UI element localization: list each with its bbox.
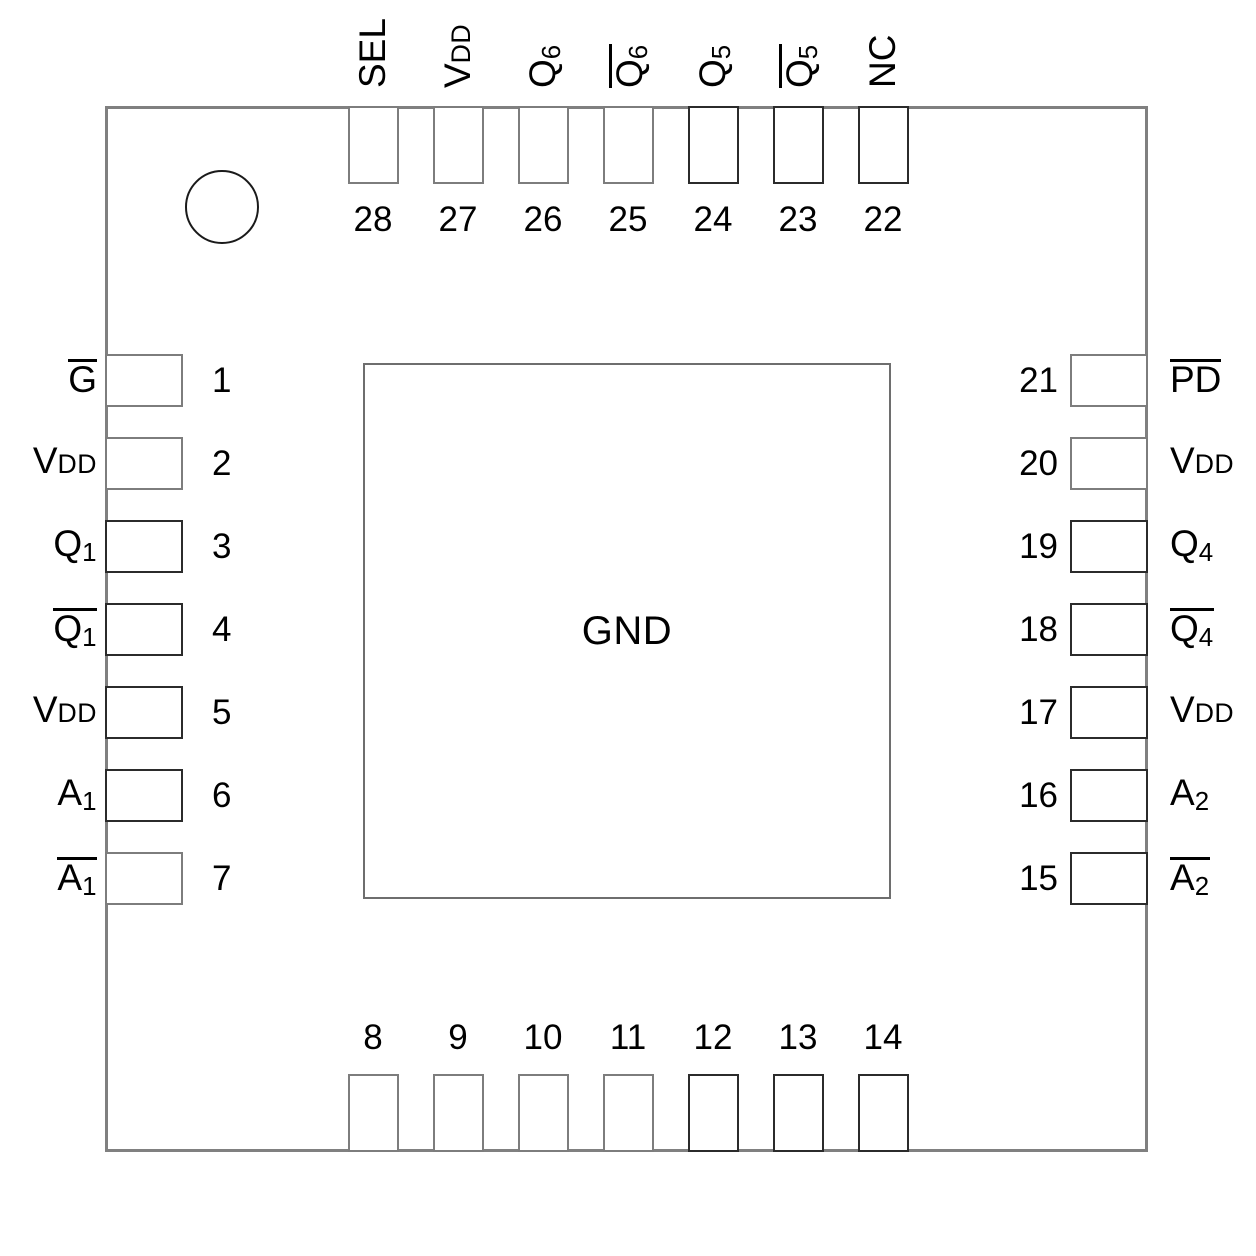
pin-number-17: 17 <box>1019 693 1058 732</box>
exposed-gnd-pad: GND <box>363 363 891 899</box>
pin-label-14: VDD <box>864 1174 901 1256</box>
pin-label-3: Q1 <box>53 523 97 567</box>
pin-number-23: 23 <box>778 200 818 239</box>
pad-pin-8 <box>347 1074 399 1152</box>
pin-label-20: VDD <box>1170 440 1235 481</box>
pin-number-19: 19 <box>1019 527 1058 566</box>
pin-number-21: 21 <box>1019 361 1058 400</box>
pin-number-10: 10 <box>523 1018 563 1057</box>
pin-number-18: 18 <box>1019 610 1058 649</box>
pad-pin-19 <box>1070 519 1148 573</box>
pad-pin-23 <box>772 106 824 184</box>
pin-number-12: 12 <box>693 1018 733 1057</box>
pad-pin-5 <box>105 685 183 739</box>
pad-pin-15 <box>1070 851 1148 905</box>
pin-label-9: VDD <box>439 1174 476 1256</box>
pin-number-7: 7 <box>212 859 232 898</box>
pin-label-23: Q5 <box>779 44 823 88</box>
pin-label-25: Q6 <box>609 44 653 88</box>
pin-number-13: 13 <box>778 1018 818 1057</box>
pad-pin-11 <box>602 1074 654 1152</box>
pad-pin-6 <box>105 768 183 822</box>
pad-pin-13 <box>772 1074 824 1152</box>
pad-pin-21 <box>1070 353 1148 407</box>
pin-number-2: 2 <box>212 444 232 483</box>
pin-number-24: 24 <box>693 200 733 239</box>
pin-label-6: A1 <box>57 772 97 816</box>
pin-label-24: Q5 <box>692 44 736 88</box>
pin-label-7: A1 <box>57 857 97 901</box>
pad-pin-14 <box>857 1074 909 1152</box>
pin-label-13: Q3 <box>779 1174 818 1256</box>
pin-number-26: 26 <box>523 200 563 239</box>
pin-label-21: PD <box>1170 359 1222 400</box>
pin-label-1: G <box>68 359 97 400</box>
pad-pin-28 <box>347 106 399 184</box>
pin-label-4: Q1 <box>53 608 97 652</box>
pad-pin-12 <box>687 1074 739 1152</box>
pin-label-5: VDD <box>32 689 97 730</box>
pin-number-9: 9 <box>448 1018 468 1057</box>
pad-pin-27 <box>432 106 484 184</box>
pin-label-12: Q3 <box>694 1174 731 1256</box>
pad-pin-26 <box>517 106 569 184</box>
pad-pin-16 <box>1070 768 1148 822</box>
pad-pin-20 <box>1070 436 1148 490</box>
pin-number-22: 22 <box>863 200 903 239</box>
pin-number-15: 15 <box>1019 859 1058 898</box>
pin-number-16: 16 <box>1019 776 1058 815</box>
pin1-indicator-circle <box>185 170 259 244</box>
pin-number-5: 5 <box>212 693 232 732</box>
pin-label-16: A2 <box>1170 772 1210 816</box>
pad-pin-18 <box>1070 602 1148 656</box>
pin-label-22: NC <box>862 34 903 88</box>
pad-pin-9 <box>432 1074 484 1152</box>
pin-label-26: Q6 <box>522 44 566 88</box>
pin-label-17: VDD <box>1170 689 1235 730</box>
pad-pin-25 <box>602 106 654 184</box>
pin-label-2: VDD <box>32 440 97 481</box>
pad-pin-2 <box>105 436 183 490</box>
pin-label-18: Q4 <box>1170 608 1214 652</box>
pad-pin-17 <box>1070 685 1148 739</box>
pad-pin-3 <box>105 519 183 573</box>
pad-pin-10 <box>517 1074 569 1152</box>
pin-number-1: 1 <box>212 361 232 400</box>
pin-number-25: 25 <box>608 200 648 239</box>
pad-pin-4 <box>105 602 183 656</box>
pin-number-6: 6 <box>212 776 232 815</box>
gnd-pad-label: GND <box>581 608 673 653</box>
pad-pin-22 <box>857 106 909 184</box>
pin-number-27: 27 <box>438 200 478 239</box>
pad-pin-24 <box>687 106 739 184</box>
pin-label-11: Q2 <box>609 1174 648 1256</box>
pad-pin-7 <box>105 851 183 905</box>
pin-number-8: 8 <box>363 1018 383 1057</box>
pin-label-8: GL <box>354 1174 391 1256</box>
pin-label-19: Q4 <box>1170 523 1214 567</box>
pin-number-14: 14 <box>863 1018 903 1057</box>
pin-label-10: Q2 <box>524 1174 561 1256</box>
pin-number-3: 3 <box>212 527 232 566</box>
pad-pin-1 <box>105 353 183 407</box>
pin-label-28: SEL <box>352 18 393 88</box>
pin-number-28: 28 <box>353 200 393 239</box>
pin-label-15: A2 <box>1170 857 1210 901</box>
pin-number-20: 20 <box>1019 444 1058 483</box>
pin-label-27: VDD <box>437 23 478 88</box>
pin-number-4: 4 <box>212 610 232 649</box>
pin-number-11: 11 <box>609 1018 647 1057</box>
